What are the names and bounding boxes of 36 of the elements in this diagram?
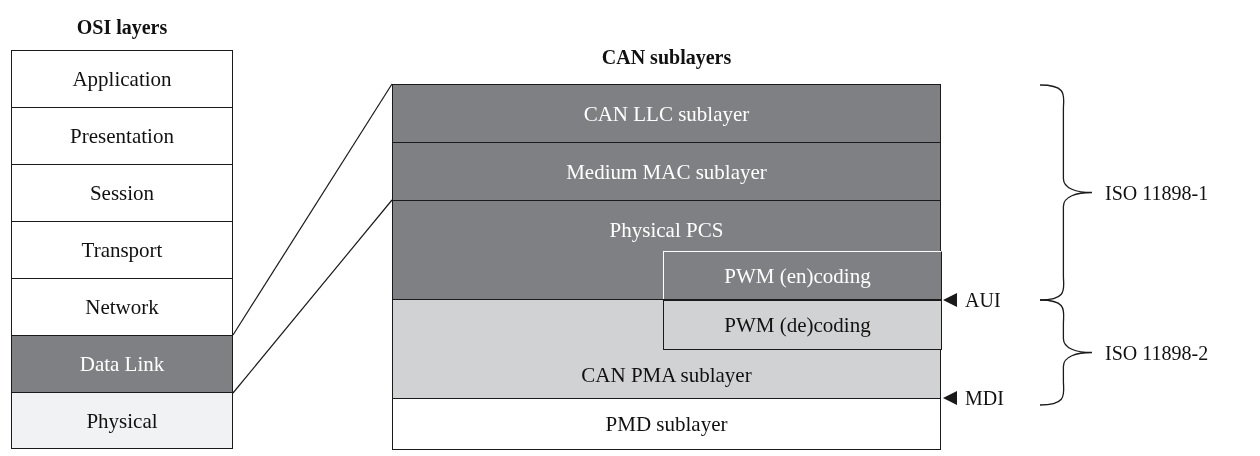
layer-box bbox=[663, 251, 942, 301]
layer-box bbox=[392, 200, 941, 300]
layer-label: Physical bbox=[86, 407, 158, 434]
layer-label: Physical PCS bbox=[609, 217, 724, 243]
layer-box bbox=[392, 142, 941, 201]
layer-box bbox=[392, 299, 941, 399]
layer-box bbox=[392, 398, 941, 450]
layer-label: Data Link bbox=[79, 351, 165, 377]
layer-box bbox=[11, 221, 233, 279]
layer-box bbox=[11, 50, 233, 108]
layer-box bbox=[392, 84, 941, 143]
layer-box bbox=[11, 107, 233, 165]
layer-box bbox=[11, 278, 233, 336]
zoom-line bbox=[232, 83, 393, 336]
layer-label: PWM (de)coding bbox=[724, 312, 871, 338]
column-heading: CAN sublayers bbox=[600, 45, 733, 70]
layer-label: Medium MAC sublayer bbox=[566, 158, 767, 185]
layer-label: Session bbox=[89, 180, 155, 206]
layer-label: Presentation bbox=[70, 123, 174, 149]
standard-label: ISO 11898-1 bbox=[1105, 180, 1209, 205]
interface-label: MDI bbox=[965, 386, 1004, 410]
layer-label: CAN PMA sublayer bbox=[581, 362, 752, 388]
column-heading: OSI layers bbox=[75, 15, 169, 40]
layer-box bbox=[11, 164, 233, 222]
layer-box bbox=[663, 300, 942, 350]
layer-box bbox=[11, 335, 233, 393]
layer-label: Network bbox=[85, 294, 159, 320]
layer-label: PWM (en)coding bbox=[724, 263, 871, 289]
layer-label: PMD sublayer bbox=[605, 411, 728, 437]
zoom-line bbox=[232, 199, 393, 394]
layer-label: CAN LLC sublayer bbox=[583, 100, 750, 127]
layer-box bbox=[11, 392, 233, 449]
interface-label: AUI bbox=[965, 288, 1001, 312]
layer-label: Transport bbox=[81, 237, 163, 263]
standard-label: ISO 11898-2 bbox=[1105, 340, 1209, 365]
layer-label: Application bbox=[72, 66, 172, 92]
